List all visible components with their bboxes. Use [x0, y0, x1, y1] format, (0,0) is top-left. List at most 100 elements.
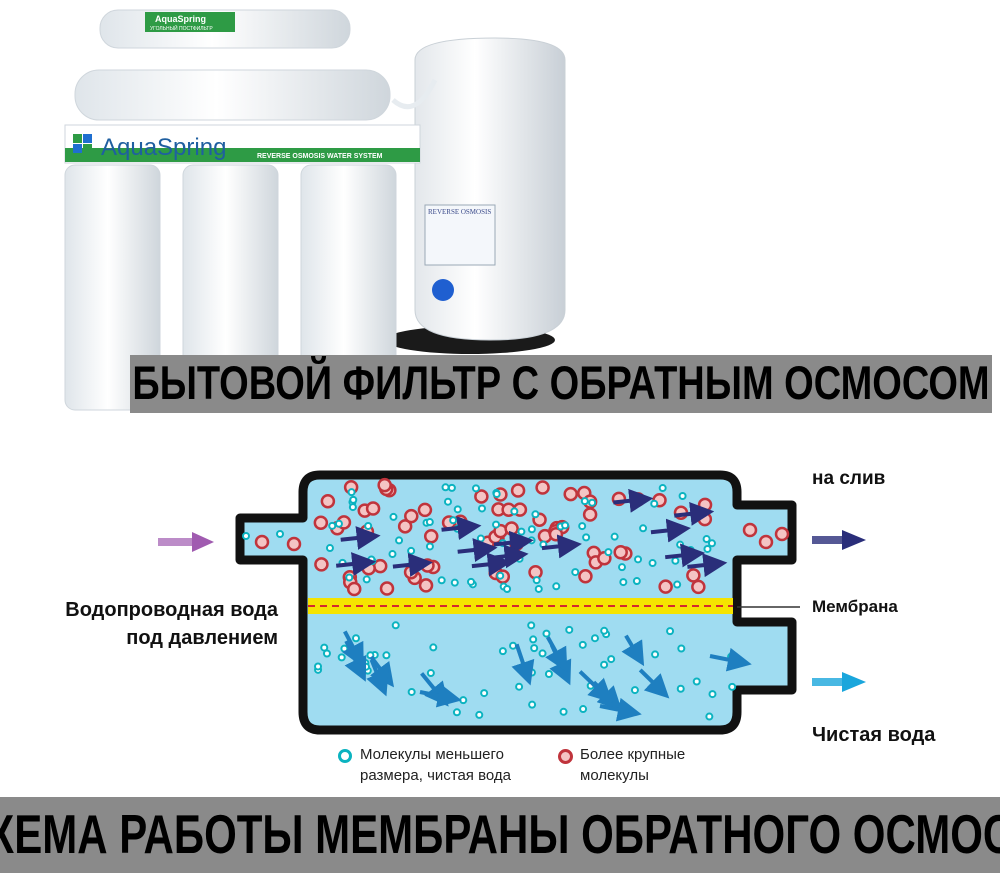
- small-molecule: [552, 582, 561, 591]
- small-molecule: [703, 544, 712, 553]
- small-molecule: [561, 521, 570, 530]
- small-molecule: [559, 707, 568, 716]
- small-molecule: [452, 708, 461, 717]
- small-molecule: [618, 563, 627, 572]
- legend-small-line1: Молекулы меньшего: [360, 746, 504, 763]
- small-molecule: [676, 684, 685, 693]
- permeate-arrow: [366, 658, 389, 697]
- large-molecule-icon: [558, 749, 573, 764]
- drain-arrow: [812, 530, 866, 550]
- small-molecule: [334, 519, 343, 528]
- small-molecule: [496, 571, 505, 580]
- large-molecule: [313, 515, 329, 531]
- small-molecule: [459, 696, 468, 705]
- small-molecule: [340, 644, 349, 653]
- small-molecule: [534, 584, 543, 593]
- large-molecule: [403, 564, 419, 580]
- small-molecule: [364, 521, 373, 530]
- large-molecule: [377, 477, 392, 493]
- label-membrane: Мембрана: [812, 597, 898, 616]
- small-molecule: [467, 577, 475, 586]
- legend-large-line2: молекулы: [580, 767, 649, 784]
- small-molecule: [443, 497, 452, 506]
- inlet-arrow: [158, 532, 214, 552]
- large-molecule: [758, 534, 774, 550]
- large-molecule: [535, 480, 550, 495]
- large-molecule: [613, 544, 628, 560]
- small-molecule: [658, 484, 667, 493]
- small-molecule: [320, 643, 329, 652]
- small-molecule: [449, 516, 458, 525]
- flow-arrow: [650, 518, 691, 543]
- small-molecule: [337, 653, 346, 662]
- label-tap-water-line2: под давлением: [126, 627, 278, 649]
- small-molecule: [425, 518, 434, 527]
- flow-arrow: [392, 552, 433, 577]
- small-molecule: [634, 555, 643, 564]
- small-molecule: [530, 644, 539, 653]
- small-molecule: [705, 712, 714, 721]
- small-molecule: [630, 686, 639, 695]
- small-molecule: [407, 687, 416, 696]
- large-molecule: [417, 502, 433, 518]
- small-molecule: [362, 575, 371, 584]
- brand-label: AquaSpring: [101, 134, 226, 161]
- small-molecule: [425, 542, 434, 551]
- small-molecule: [515, 554, 524, 563]
- flow-arrow: [335, 552, 377, 576]
- small-molecule: [527, 621, 536, 630]
- small-molecule: [426, 669, 435, 678]
- small-molecule: [666, 627, 675, 636]
- small-molecule: [517, 527, 526, 536]
- large-molecule: [320, 493, 336, 509]
- small-molecule: [565, 625, 574, 634]
- large-molecule: [346, 581, 362, 597]
- label-tap-water: Водопроводная вода под давлением: [0, 596, 278, 652]
- large-molecule: [697, 511, 713, 527]
- small-molecule: [708, 690, 717, 699]
- small-molecule: [648, 559, 657, 568]
- small-molecule: [348, 503, 357, 512]
- legend-large-line1: Более крупные: [580, 746, 686, 763]
- small-molecule: [477, 504, 486, 513]
- small-molecule: [527, 536, 536, 545]
- large-molecule: [504, 521, 519, 536]
- small-molecule: [607, 655, 616, 664]
- small-molecule: [367, 555, 376, 564]
- osmosis-diagram: [158, 470, 866, 735]
- small-molecule: [480, 689, 489, 698]
- large-molecule: [774, 526, 790, 542]
- flow-arrow: [471, 552, 512, 577]
- small-molecule: [571, 568, 580, 577]
- photo-title-banner: БЫТОВОЙ ФИЛЬТР С ОБРАТНЫМ ОСМОСОМ: [130, 355, 992, 413]
- permeate-arrow: [545, 636, 568, 673]
- large-molecule: [254, 534, 270, 550]
- small-molecule: [347, 488, 356, 497]
- small-molecule: [503, 585, 512, 594]
- small-molecule: [604, 548, 613, 557]
- small-molecule: [544, 669, 553, 678]
- small-molecule: [527, 668, 536, 677]
- small-molecule: [475, 710, 484, 719]
- small-molecule: [578, 640, 587, 649]
- small-molecule: [492, 520, 501, 529]
- small-molecule: [677, 644, 686, 653]
- large-molecule: [314, 557, 329, 572]
- small-molecule: [492, 490, 501, 499]
- small-molecule: [527, 525, 536, 534]
- small-molecule: [471, 484, 480, 493]
- large-molecule: [418, 578, 434, 593]
- small-molecule: [531, 510, 540, 519]
- small-molecule: [429, 643, 438, 652]
- small-molecule: [362, 662, 371, 671]
- legend-small-line2: размера, чистая вода: [360, 767, 512, 784]
- small-molecule: [441, 483, 450, 492]
- small-molecule-icon: [338, 749, 352, 763]
- label-clean-water: Чистая вода: [812, 724, 936, 746]
- flow-arrow: [340, 526, 381, 550]
- permeate-arrow: [709, 647, 752, 672]
- large-molecule: [658, 579, 673, 594]
- large-molecule: [563, 486, 578, 502]
- membrane-band: [308, 598, 733, 614]
- small-molecule: [389, 512, 398, 521]
